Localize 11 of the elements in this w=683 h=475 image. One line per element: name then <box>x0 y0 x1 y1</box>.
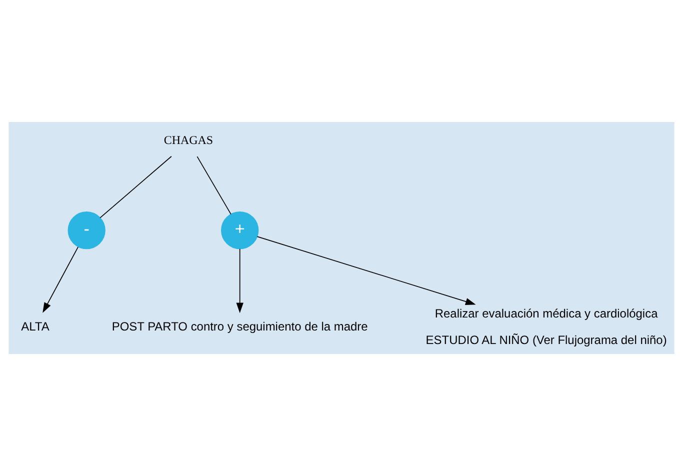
node-text: ALTA <box>21 319 50 334</box>
arrow <box>256 236 476 305</box>
connector <box>196 156 232 214</box>
node-text: CHAGAS <box>164 132 214 146</box>
arrow <box>42 246 79 312</box>
connector <box>100 155 172 218</box>
node-text: POST PARTO contro y seguimiento de la madre <box>112 319 368 334</box>
arrow <box>236 248 244 313</box>
node-text: Realizar evaluación médica y cardiológica ESTUDIO AL NIÑO (Ver Flujograma del niño) <box>426 306 667 346</box>
node-circle: - <box>68 210 106 249</box>
node-circle: + <box>221 210 259 249</box>
